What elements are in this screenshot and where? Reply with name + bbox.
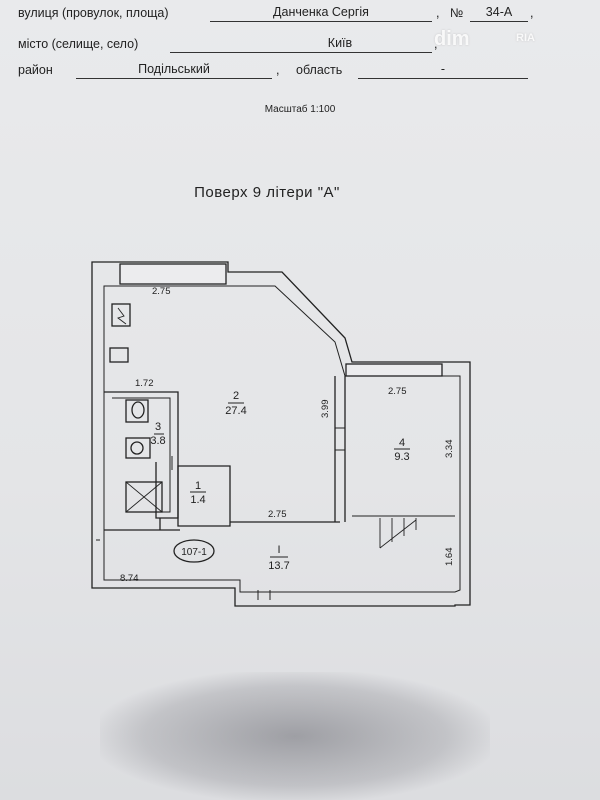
room-I-area: 13.7 — [268, 560, 289, 572]
dim-room2-height: 3.99 — [320, 400, 331, 419]
stove — [111, 303, 131, 327]
district-underline — [76, 78, 272, 79]
room-4-number: 4 — [399, 437, 405, 449]
dim-bath-width: 1.72 — [135, 378, 154, 389]
floor-title: Поверх 9 літери "А" — [194, 184, 340, 201]
number-label: № — [450, 6, 464, 20]
shower-cross — [125, 481, 163, 513]
photo-shadow — [100, 672, 490, 800]
toilet-box — [125, 399, 149, 423]
region-value: - — [440, 62, 446, 76]
stove-mark — [117, 307, 127, 325]
dim-stair-height: 1.64 — [444, 548, 455, 567]
basin-box — [125, 437, 151, 459]
dim-corridor-top: 2.75 — [268, 509, 287, 520]
room4-window — [345, 363, 443, 377]
door-ticks — [96, 427, 345, 600]
district-row: район Подільський , область - — [18, 62, 590, 81]
city-row: місто (селище, село) Київ , — [18, 36, 438, 53]
city-label: місто (селище, село) — [18, 37, 139, 51]
top-window — [119, 263, 227, 285]
room-3-number: 3 — [155, 421, 161, 433]
wall-room2-right — [334, 376, 346, 522]
street-underline — [210, 21, 432, 22]
room-2-area: 27.4 — [225, 405, 246, 417]
district-value: Подільський — [138, 62, 210, 76]
dim-ria-watermark: dim RIA — [430, 18, 552, 66]
toilet — [131, 401, 145, 419]
room-1-area: 1.4 — [190, 494, 205, 506]
basin — [130, 441, 144, 455]
number-underline — [470, 21, 528, 22]
room-2-number: 2 — [233, 390, 239, 402]
outer-wall-inner — [103, 285, 461, 593]
dim-total-width: 8.74 — [120, 573, 139, 584]
dim-top-width: 2.75 — [152, 286, 171, 297]
scale-label: Масштаб 1:100 — [264, 104, 336, 115]
unit-label-oval — [173, 539, 215, 563]
room-4-area: 9.3 — [394, 451, 409, 463]
street-value: Данченка Сергія — [273, 5, 369, 19]
room-I-number: I — [277, 544, 280, 556]
region-label: область — [296, 63, 343, 77]
sink — [109, 347, 129, 363]
city-underline — [170, 52, 432, 53]
wall-bath2 — [112, 397, 171, 513]
watermark-brand: dim — [434, 28, 470, 50]
wall-corridor — [104, 518, 180, 531]
outer-wall — [91, 261, 471, 607]
dim-room4-height: 3.34 — [444, 440, 455, 459]
number-value: 34-А — [485, 5, 513, 19]
region-underline — [358, 78, 528, 79]
wall-room1 — [177, 465, 231, 527]
room-1-number: 1 — [195, 480, 201, 492]
street-label: вулиця (провулок, площа) — [18, 6, 169, 20]
city-value: Київ — [327, 36, 353, 50]
room-3-area: 3.8 — [150, 435, 165, 447]
watermark-sub: RIA — [516, 32, 535, 44]
stairs — [379, 518, 417, 549]
street-row: вулиця (провулок, площа) Данченка Сергія… — [18, 5, 534, 22]
shower — [125, 481, 163, 513]
district-label: район — [18, 63, 53, 77]
dim-room4-width: 2.75 — [388, 386, 407, 397]
unit-label: 107-1 — [181, 547, 207, 558]
